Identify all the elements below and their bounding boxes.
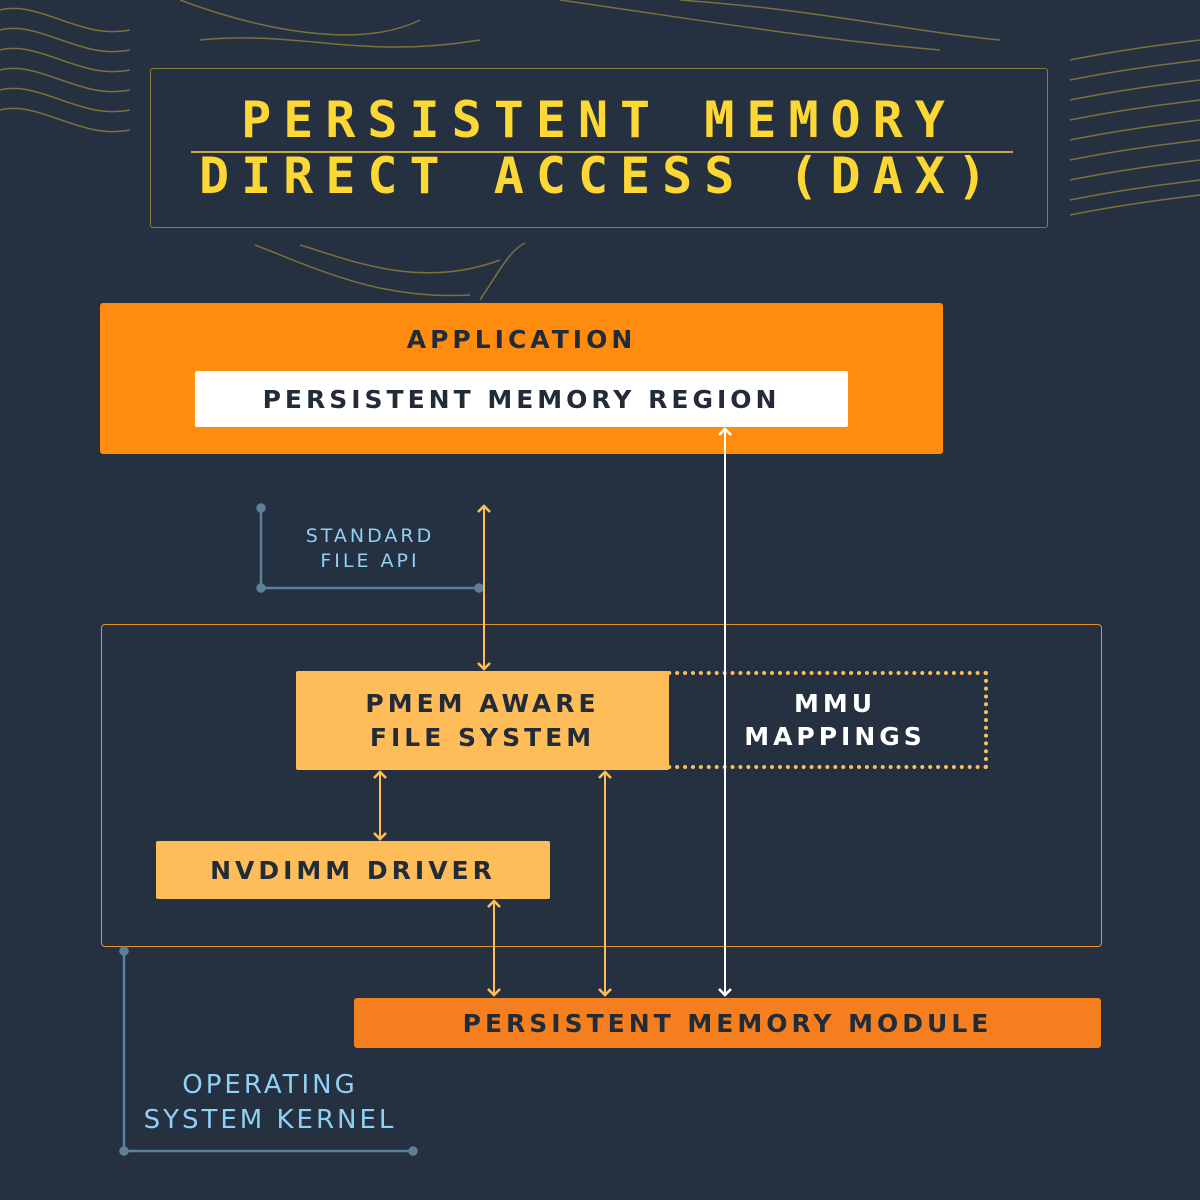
title-box: PERSISTENT MEMORY DIRECT ACCESS (DAX) bbox=[150, 68, 1048, 228]
mmu-line-1: MMU bbox=[793, 689, 877, 718]
standard-api-line-1: STANDARD bbox=[305, 525, 435, 547]
standard-file-api-label: STANDARD FILE API bbox=[280, 524, 460, 574]
kernel-line-2: SYSTEM KERNEL bbox=[143, 1105, 397, 1135]
nvdimm-driver: NVDIMM DRIVER bbox=[156, 841, 550, 899]
mmu-line-2: MAPPINGS bbox=[744, 722, 926, 751]
pmem-aware-file-system: PMEM AWARE FILE SYSTEM bbox=[296, 671, 669, 770]
mmu-mappings-label: MMU MAPPINGS bbox=[670, 671, 1000, 769]
title-divider bbox=[191, 151, 1013, 153]
pmem-fs-line-2: FILE SYSTEM bbox=[369, 722, 596, 752]
title-line-2: DIRECT ACCESS (DAX) bbox=[199, 147, 999, 205]
persistent-memory-region: PERSISTENT MEMORY REGION bbox=[195, 371, 848, 427]
pmem-fs-line-1: PMEM AWARE bbox=[365, 688, 600, 718]
title-line-1: PERSISTENT MEMORY bbox=[241, 91, 957, 149]
kernel-line-1: OPERATING bbox=[182, 1070, 358, 1100]
application-label: APPLICATION bbox=[406, 325, 637, 354]
standard-api-line-2: FILE API bbox=[320, 550, 420, 572]
os-kernel-label: OPERATING SYSTEM KERNEL bbox=[120, 1068, 420, 1138]
persistent-memory-module: PERSISTENT MEMORY MODULE bbox=[354, 998, 1101, 1048]
